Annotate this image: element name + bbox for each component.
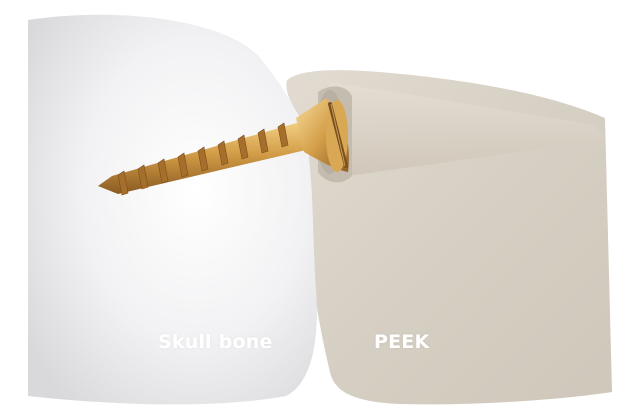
- label-skull-bone: Skull bone: [158, 331, 273, 353]
- label-peek: PEEK: [374, 331, 429, 353]
